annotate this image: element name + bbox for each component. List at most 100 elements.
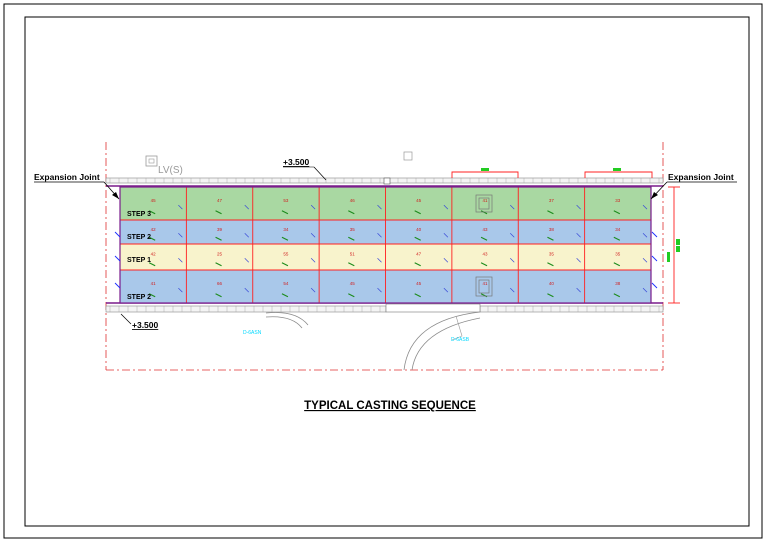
- cell-number: 46: [350, 198, 356, 203]
- cell-number: 42: [151, 252, 157, 257]
- lvs-tag: LV(S): [158, 165, 183, 176]
- left-blue-ticks: [114, 231, 121, 289]
- reinforcement-mark: [148, 236, 156, 241]
- cell-number: 47: [217, 198, 223, 203]
- reinforcement-mark: [414, 236, 421, 241]
- dowel-mark: [510, 258, 515, 263]
- level-top-label: +3.500: [283, 157, 310, 167]
- dowel-mark: [642, 232, 648, 238]
- reinforcement-mark: [547, 210, 554, 215]
- right-dimension: [668, 186, 680, 304]
- dowel-mark: [244, 232, 249, 238]
- reinforcement-mark: [215, 262, 222, 267]
- reinforcement-mark: [348, 262, 355, 267]
- reinforcement-mark: [613, 236, 621, 241]
- reinforcement-mark: [215, 236, 222, 241]
- lvs-symbol: LV(S): [145, 155, 183, 176]
- cell-number: 45: [350, 281, 356, 286]
- reinforcement-mark: [613, 262, 621, 267]
- expansion-joint-right: Expansion Joint: [650, 172, 737, 200]
- strip-label-step2-lower: STEP 2: [127, 294, 151, 301]
- strip-label-step3: STEP 3: [127, 211, 151, 218]
- reinforcement-mark: [480, 262, 488, 267]
- dowel-mark: [443, 287, 449, 293]
- upper-wall: [105, 177, 664, 187]
- cell-number: 43: [483, 252, 489, 257]
- door-tag-left: D-6ASN: [243, 330, 262, 336]
- cell-number: 66: [217, 281, 223, 286]
- dowel-mark: [510, 287, 515, 293]
- small-tag-symbol: [403, 151, 413, 161]
- cell-number: 35: [350, 227, 356, 232]
- dowel-mark: [178, 232, 183, 238]
- reinforcement-mark: [414, 262, 421, 267]
- cell-number: 38: [549, 227, 555, 232]
- cell-number: 51: [350, 252, 356, 257]
- dowel-mark: [642, 258, 648, 263]
- dowel-mark: [310, 232, 316, 238]
- door-tag-right: D-6ASB: [451, 337, 470, 343]
- cell-number: 42: [151, 227, 157, 232]
- level-bottom: +3.500: [120, 313, 159, 330]
- dowel-mark: [178, 258, 183, 263]
- dowel-mark: [443, 204, 449, 210]
- dowel-mark: [642, 287, 648, 293]
- dowel-mark: [576, 204, 581, 210]
- cell-number: 41: [483, 198, 489, 203]
- cell-number: 25: [217, 252, 223, 257]
- reinforcement-mark: [148, 293, 156, 298]
- expansion-joint-left-label: Expansion Joint: [34, 172, 100, 182]
- cell-number: 45: [416, 281, 422, 286]
- cell-number: 33: [615, 198, 621, 203]
- reinforcement-mark: [215, 293, 222, 298]
- dowel-mark: [377, 258, 382, 263]
- dowel-mark: [178, 287, 183, 293]
- cell-number: 37: [549, 198, 555, 203]
- dowel-mark: [642, 204, 648, 210]
- top-dimension-brackets: [451, 171, 653, 178]
- cell-number: 43: [483, 227, 489, 232]
- cell-number: 41: [483, 281, 489, 286]
- cell-number: 45: [416, 198, 422, 203]
- cell-number: 35: [615, 252, 621, 257]
- reinforcement-mark: [281, 236, 289, 241]
- cell-number: 41: [151, 281, 157, 286]
- inner-frame: [24, 16, 750, 527]
- dowel-mark: [510, 232, 515, 238]
- dowel-mark: [377, 232, 382, 238]
- strip-label-step1: STEP 1: [127, 257, 151, 264]
- dowel-mark: [310, 204, 316, 210]
- strip-labels: STEP 3 STEP 2 STEP 1 STEP 2: [127, 211, 151, 301]
- reinforcement-mark: [348, 210, 355, 215]
- equipment-shaft-lower: [475, 276, 493, 297]
- dowel-mark: [443, 258, 449, 263]
- cell-number: 53: [283, 198, 289, 203]
- reinforcement-mark: [215, 210, 222, 215]
- reinforcement-mark: [281, 293, 289, 298]
- strip-label-step2-upper: STEP 2: [127, 234, 151, 241]
- reinforcement-mark: [613, 293, 621, 298]
- dowel-mark: [576, 258, 581, 263]
- lower-wall: [105, 302, 664, 313]
- drawing-title: TYPICAL CASTING SEQUENCE: [304, 400, 476, 412]
- dowel-mark: [244, 287, 249, 293]
- reinforcement-mark: [348, 236, 355, 241]
- level-bottom-label: +3.500: [132, 320, 159, 330]
- cell-number: 40: [549, 281, 555, 286]
- dowel-mark: [443, 232, 449, 238]
- green-marker: [481, 168, 489, 171]
- cell-number: 45: [151, 198, 157, 203]
- outer-frame: [3, 3, 763, 539]
- cell-number: 34: [283, 227, 289, 232]
- dowel-mark: [377, 204, 382, 210]
- door-arc-left: [265, 312, 309, 329]
- cell-number: 55: [283, 252, 289, 257]
- expansion-joint-right-label: Expansion Joint: [668, 172, 734, 182]
- cell-number: 39: [217, 227, 223, 232]
- dowel-mark: [244, 204, 249, 210]
- reinforcement-mark: [613, 210, 621, 215]
- drawing-title-group: TYPICAL CASTING SEQUENCE: [304, 400, 476, 412]
